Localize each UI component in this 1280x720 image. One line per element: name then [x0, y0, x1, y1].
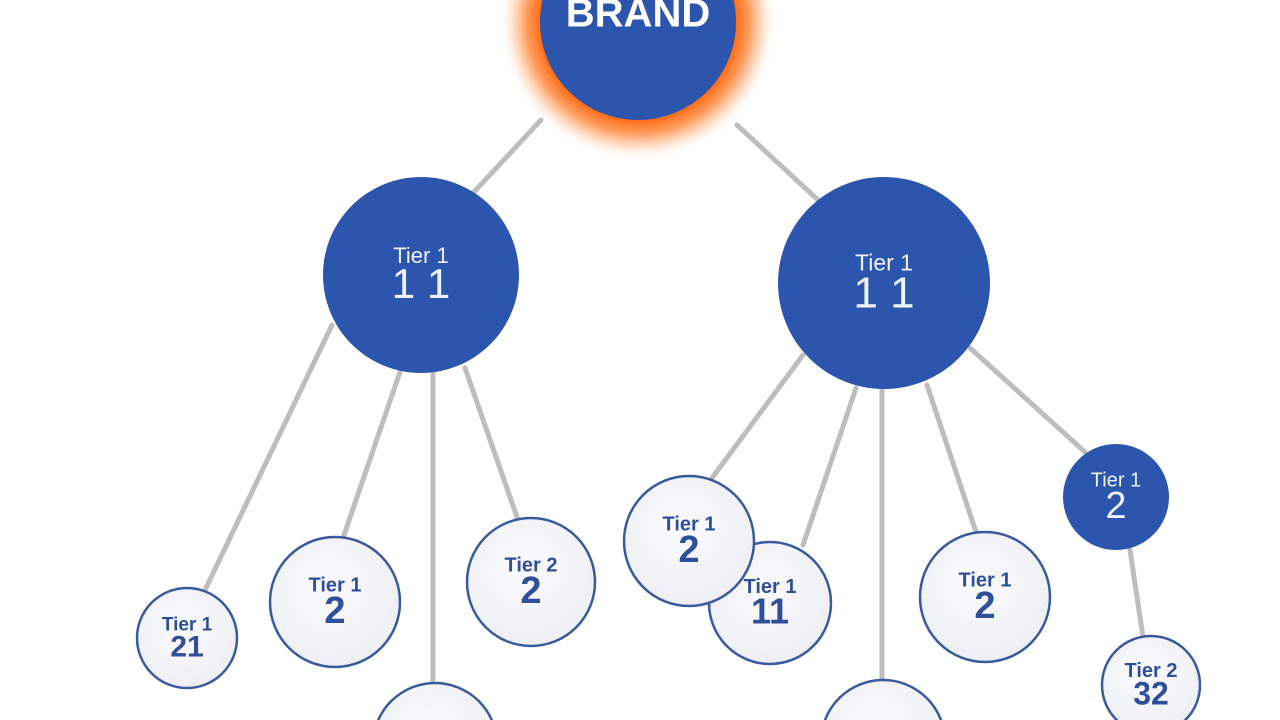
tier-node-t1-left[interactable]: Tier 11 1 — [323, 177, 519, 373]
tier-value: 32 — [1133, 675, 1169, 711]
tier-value: 2 — [678, 529, 699, 571]
tier-node-r-d[interactable]: Tier 12 — [918, 530, 1052, 664]
tier-label: Tier 1 — [855, 250, 913, 276]
tier-node-r-c[interactable] — [821, 678, 945, 720]
tier-label: Tier 1 — [1091, 469, 1141, 491]
tier-value: 2 — [324, 590, 345, 632]
tier-node-l-d[interactable]: Tier 22 — [465, 516, 597, 648]
tier-label: Tier 1 — [663, 513, 716, 535]
tier-node-r-e[interactable]: Tier 12 — [1063, 444, 1169, 550]
tier-node-circle — [465, 516, 597, 648]
tier-value: 2 — [520, 570, 541, 612]
edge-brand-to-t1-left — [471, 117, 544, 195]
tier-node-l-a[interactable]: Tier 121 — [135, 586, 239, 690]
tier-node-circle — [135, 586, 239, 690]
tier-value: 11 — [751, 591, 789, 632]
tier-node-circle — [823, 678, 943, 720]
tier-node-circle — [778, 177, 990, 389]
tier-node-r-e-child[interactable]: Tier 232 — [1100, 634, 1202, 720]
tier-node-circle — [376, 681, 494, 720]
tier-label: Tier 2 — [505, 554, 558, 576]
tier-node-circle — [323, 177, 519, 373]
tier-label: Tier 1 — [744, 576, 797, 598]
tier-label: Tier 1 — [959, 569, 1012, 591]
edge-r-e-to-r-e-child — [1127, 547, 1146, 640]
tier-value: 2 — [1105, 485, 1126, 527]
tier-node-l-b[interactable]: Tier 12 — [268, 535, 402, 669]
tier-node-circle — [1100, 634, 1202, 720]
tier-value: 2 — [974, 585, 995, 627]
tier-label: Tier 1 — [393, 243, 448, 268]
edge-brand-to-t1-right — [734, 122, 821, 203]
root-layer: BRAND — [498, 0, 778, 162]
tier-node-circle — [1063, 444, 1169, 550]
edge-t1-left-to-l-d — [462, 365, 521, 523]
tier-label: Tier 2 — [1125, 660, 1178, 682]
edge-t1-left-to-l-a — [202, 322, 335, 593]
edge-t1-right-to-r-a — [709, 352, 806, 481]
tier-value: 21 — [170, 630, 203, 663]
tier-value: 1 1 — [853, 268, 914, 317]
brand-node-circle — [540, 0, 736, 120]
edge-t1-right-to-r-b — [800, 385, 859, 548]
tier-node-circle — [622, 474, 756, 608]
tier-node-t1-right[interactable]: Tier 11 1 — [778, 177, 990, 389]
edge-t1-right-to-r-e — [967, 345, 1088, 455]
tier-value: 1 1 — [392, 260, 450, 307]
tier-label: Tier 1 — [309, 574, 362, 596]
tier-node-r-a[interactable]: Tier 12 — [622, 474, 756, 608]
tier-node-circle — [268, 535, 402, 669]
edge-t1-right-to-r-d — [924, 382, 979, 535]
tier-node-l-c[interactable] — [373, 681, 497, 720]
edge-t1-left-to-l-b — [340, 369, 403, 541]
edges-layer — [202, 117, 1146, 688]
brand-node[interactable]: BRAND — [540, 0, 736, 120]
tier-node-circle — [918, 530, 1052, 664]
tier-label: Tier 1 — [162, 614, 213, 635]
brand-label: BRAND — [566, 0, 710, 36]
